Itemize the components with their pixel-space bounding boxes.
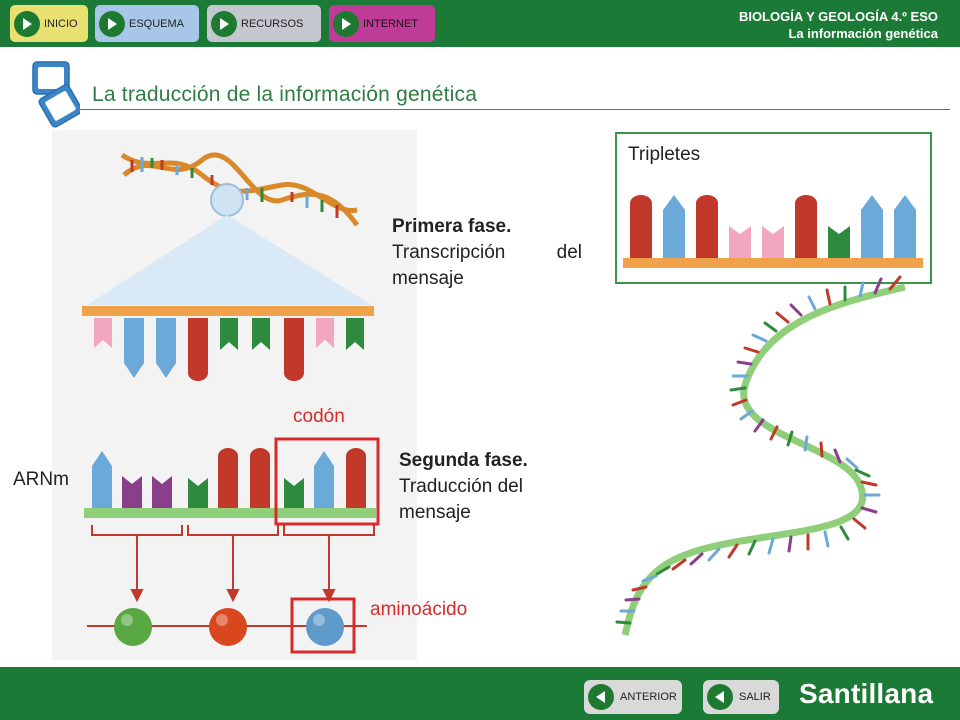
fase1-description: Primera fase. Transcripción del mensaje <box>392 214 582 292</box>
translation-arrows <box>130 535 336 603</box>
esquema-button[interactable]: ESQUEMA <box>95 5 199 42</box>
recursos-label: RECURSOS <box>241 17 304 30</box>
slides-icon <box>32 61 80 128</box>
zoom-triangle <box>87 215 372 305</box>
codon-label: codón <box>293 406 345 427</box>
play-arrow-icon <box>333 10 359 37</box>
rna-nucleotides-1 <box>94 318 364 381</box>
fase1-text: Transcripción del mensaje <box>392 242 582 289</box>
tripletes-panel: Tripletes <box>615 132 932 284</box>
anterior-button[interactable]: ANTERIOR <box>584 680 682 714</box>
codon-brackets <box>91 525 375 536</box>
santillana-logo: Santillana <box>799 678 934 709</box>
course-info: BIOLOGÍA Y GEOLOGÍA 4.º ESO La informaci… <box>739 8 938 42</box>
dna-helix <box>120 152 360 227</box>
rna-backbone-1 <box>82 306 374 316</box>
bottom-bar <box>0 667 960 720</box>
fase2-description: Segunda fase. Traducción del mensaje <box>399 448 579 526</box>
tripletes-title: Tripletes <box>628 144 701 165</box>
translation-figure <box>52 130 417 660</box>
course-unit: La información genética <box>788 26 938 41</box>
aminoacido-label: aminoácido <box>370 599 468 620</box>
tripletes-illustration <box>623 195 923 268</box>
recursos-button[interactable]: RECURSOS <box>207 5 321 42</box>
title-divider <box>80 109 950 110</box>
back-arrow-icon <box>707 684 733 710</box>
course-subject: BIOLOGÍA Y GEOLOGÍA 4.º ESO <box>738 9 938 24</box>
internet-button[interactable]: INTERNET <box>329 5 435 42</box>
play-arrow-icon <box>14 10 40 37</box>
fase2-text: Traducción del mensaje <box>399 476 523 523</box>
inicio-button[interactable]: INICIO <box>10 5 88 42</box>
page-title: La traducción de la información genética <box>92 83 478 106</box>
salir-label: SALIR <box>739 691 771 703</box>
play-arrow-icon <box>211 10 237 37</box>
mrna-strand <box>84 448 376 518</box>
amino-acid-orange <box>209 608 247 646</box>
arnm-label: ARNm <box>13 469 69 490</box>
fase1-heading: Primera fase. <box>392 216 512 237</box>
inicio-label: INICIO <box>44 17 78 30</box>
amino-acid-green <box>114 608 152 646</box>
play-arrow-icon <box>99 10 125 37</box>
mrna-s-strand <box>615 275 906 636</box>
anterior-label: ANTERIOR <box>620 691 677 703</box>
back-arrow-icon <box>588 684 614 710</box>
esquema-label: ESQUEMA <box>129 17 185 30</box>
salir-button[interactable]: SALIR <box>703 680 779 714</box>
translation-illustration <box>82 152 376 646</box>
internet-label: INTERNET <box>363 17 418 30</box>
fase2-heading: Segunda fase. <box>399 450 528 471</box>
amino-acid-blue <box>306 608 344 646</box>
